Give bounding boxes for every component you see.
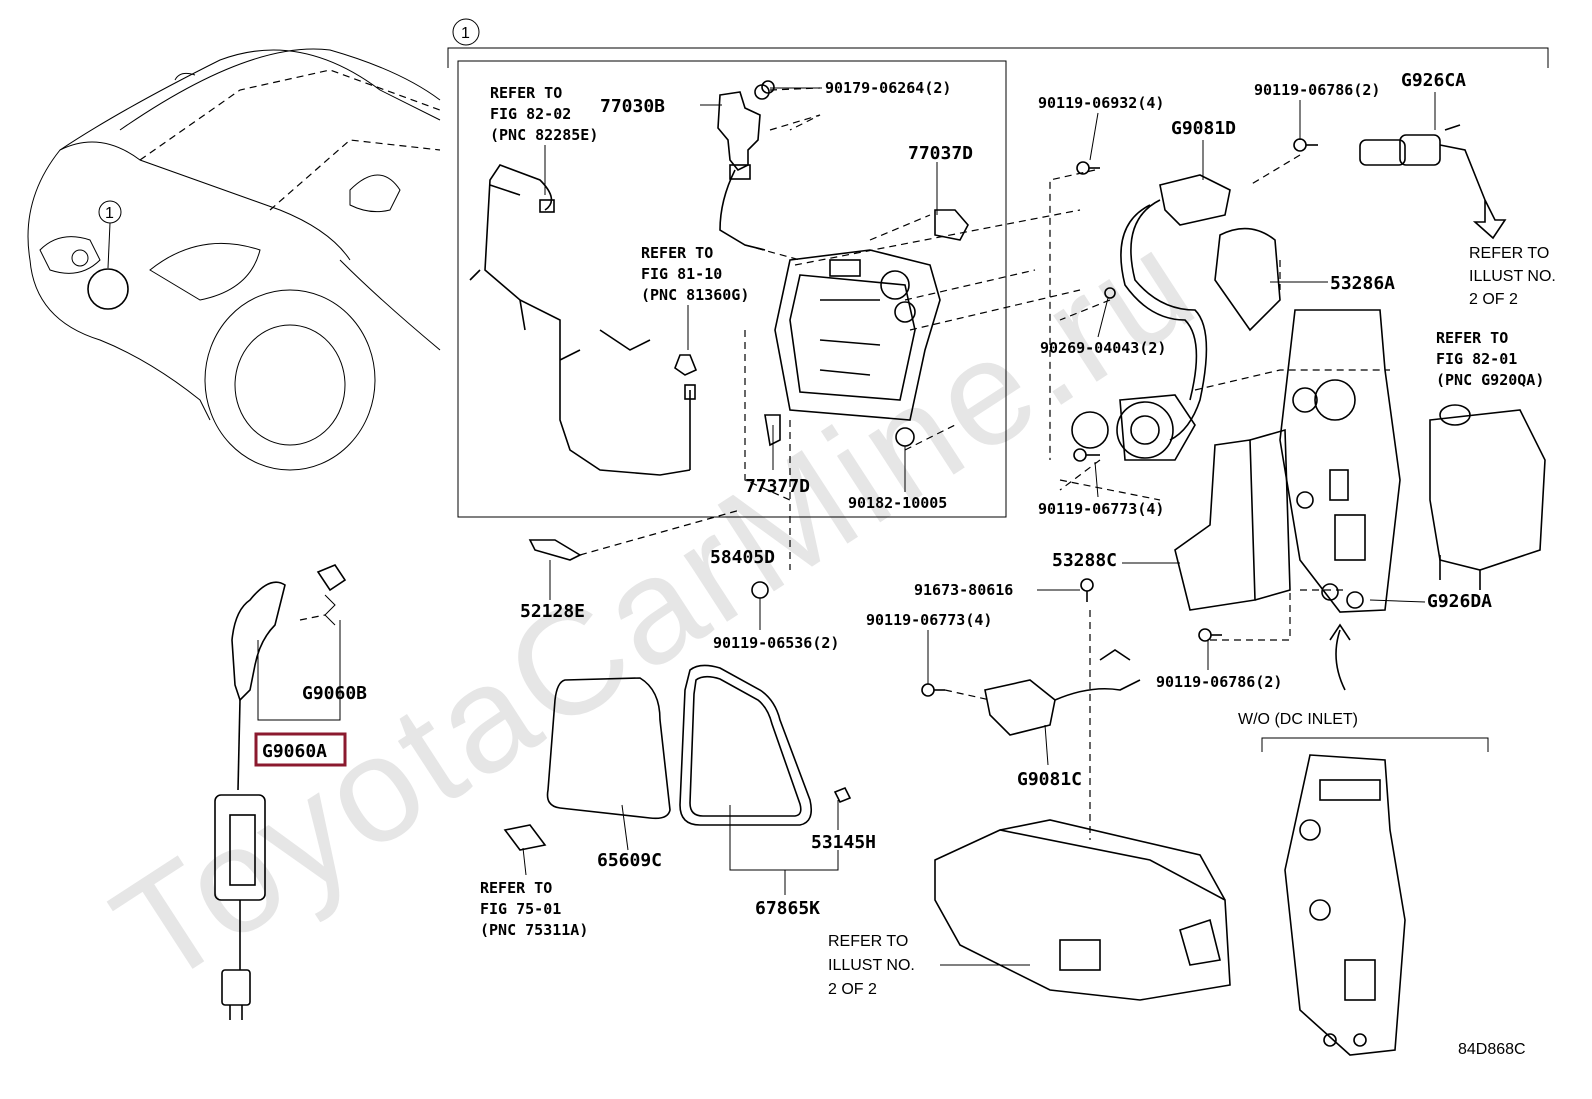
note-text: 2 OF 2 — [1469, 291, 1518, 308]
note-text: REFER TO — [490, 84, 562, 102]
part-panel-alt — [1284, 754, 1406, 1056]
refer-arrow — [1472, 199, 1507, 240]
part-label: 77030B — [600, 96, 665, 117]
part-label: 52128E — [520, 601, 585, 622]
charging-cable — [214, 564, 347, 1020]
car-overview: 1 — [27, 48, 441, 471]
part-label: 53145H — [811, 832, 876, 853]
part-label: G9081D — [1171, 118, 1236, 139]
part-G926CA — [1359, 124, 1486, 201]
part-53288C — [1174, 428, 1291, 611]
group-bracket: 1 — [447, 18, 1549, 68]
part-G9081D — [1120, 174, 1231, 441]
note-text: (PNC 81360G) — [641, 286, 749, 304]
part-label: G926DA — [1427, 591, 1492, 612]
note-text: ILLUST NO. — [1469, 268, 1556, 285]
part-label-highlighted: G9060A — [262, 741, 327, 762]
part-label: G9081C — [1017, 769, 1082, 790]
note-text: REFER TO — [641, 244, 713, 262]
part-65609C — [546, 677, 671, 820]
part-inverter — [934, 819, 1231, 1001]
alternate-arrow — [1329, 623, 1351, 691]
part-label: G926CA — [1401, 70, 1466, 91]
part-label: 65609C — [597, 850, 662, 871]
note-text: (PNC 82285E) — [490, 126, 598, 144]
highlight-box — [254, 732, 347, 767]
part-77030B — [717, 84, 770, 251]
part-dc-inlet — [1071, 394, 1196, 461]
watermark: ToyotaCarMine.ru — [86, 196, 1224, 1017]
part-label: 90119-06536(2) — [713, 634, 839, 652]
note-text: FIG 75-01 — [480, 900, 561, 918]
figure-code: 84D868C — [1458, 1041, 1526, 1058]
labels: REFER TO FIG 82-02 (PNC 82285E) 77030B 9… — [262, 70, 1556, 1058]
part-label: 67865K — [755, 898, 820, 919]
note-text: FIG 82-02 — [490, 105, 571, 123]
note-text: (PNC G920QA) — [1436, 371, 1544, 389]
wire-harness — [469, 164, 696, 476]
part-G920QA — [1429, 404, 1546, 590]
note-text: W/O (DC INLET) — [1238, 711, 1358, 728]
note-text: ILLUST NO. — [828, 957, 915, 974]
part-label: 90119-06773(4) — [866, 611, 992, 629]
part-52128E-shape — [528, 539, 582, 561]
subassembly-frame — [457, 60, 1007, 518]
note-text: (PNC 75311A) — [480, 921, 588, 939]
part-label: 90269-04043(2) — [1040, 339, 1166, 357]
part-label: 90119-06786(2) — [1254, 81, 1380, 99]
part-label: 53286A — [1330, 273, 1395, 294]
wo-bracket — [1261, 737, 1489, 752]
part-label: 77377D — [745, 476, 810, 497]
note-text: FIG 81-10 — [641, 265, 722, 283]
part-main-panel — [1279, 309, 1401, 613]
note-text: REFER TO — [1436, 329, 1508, 347]
part-label: 90182-10005 — [848, 494, 947, 512]
part-label: 53288C — [1052, 550, 1117, 571]
note-text: REFER TO — [1469, 245, 1549, 262]
part-G9081C — [984, 649, 1141, 736]
callout-number-car: 1 — [105, 205, 114, 222]
label-leaders — [522, 87, 1436, 966]
part-53286A — [1214, 227, 1281, 332]
part-label: 90119-06786(2) — [1156, 673, 1282, 691]
part-75311A-shape — [503, 824, 547, 851]
part-label: 90119-06932(4) — [1038, 94, 1164, 112]
note-text: REFER TO — [480, 879, 552, 897]
part-label: G9060B — [302, 683, 367, 704]
part-label: 91673-80616 — [914, 581, 1013, 599]
note-text: FIG 82-01 — [1436, 350, 1517, 368]
part-label: 77037D — [908, 143, 973, 164]
part-bracket-assembly — [674, 209, 969, 447]
location-highlight-circle — [87, 268, 129, 310]
note-text: REFER TO — [828, 933, 908, 950]
note-text: 2 OF 2 — [828, 981, 877, 998]
callout-number-main: 1 — [461, 25, 470, 42]
part-label: 58405D — [710, 547, 775, 568]
part-label: 90119-06773(4) — [1038, 500, 1164, 518]
part-67865K — [679, 664, 813, 826]
part-label: 90179-06264(2) — [825, 79, 951, 97]
